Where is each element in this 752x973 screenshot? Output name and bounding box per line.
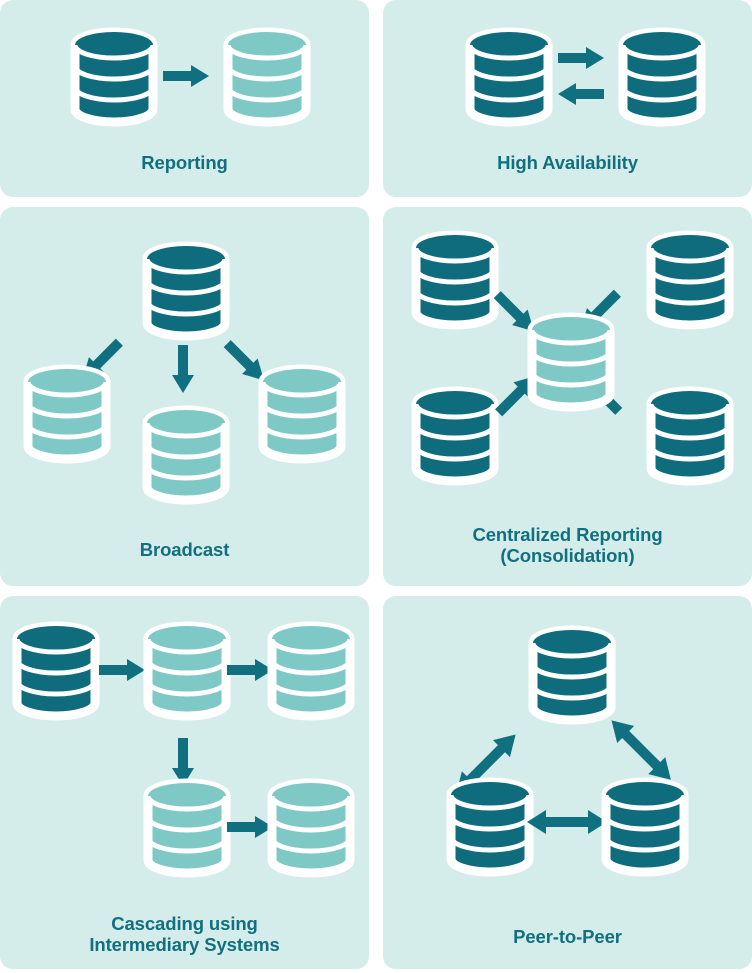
source-top-left-database	[416, 235, 494, 325]
standby-database	[623, 32, 701, 122]
arrow-standby-to-primary	[558, 83, 604, 105]
panel-cascading: Cascading using Intermediary Systems	[0, 596, 369, 969]
reporting-illustration	[0, 0, 369, 150]
arrow-bottom-center-to-bottom-right	[227, 816, 273, 838]
cascading-illustration	[0, 596, 369, 916]
arrow-primary-to-standby	[558, 47, 604, 69]
broadcast-source-database	[147, 246, 225, 336]
arrow-source-to-intermediary	[99, 659, 145, 681]
panel-broadcast: Broadcast	[0, 207, 369, 586]
consolidated-center-database	[532, 317, 610, 407]
panel-caption: Cascading using Intermediary Systems	[89, 913, 280, 955]
arrow-intermediary-to-top-right	[227, 659, 273, 681]
primary-database	[470, 32, 548, 122]
broadcast-target-right-database	[263, 369, 341, 459]
panel-caption: High Availability	[497, 152, 638, 173]
arrow-source-to-center	[172, 345, 194, 393]
panel-caption: Reporting	[141, 152, 228, 173]
peer-bottom-right-database	[606, 782, 684, 872]
cascade-target-bottom-center-database	[148, 783, 226, 873]
arrow-top-to-bottom-right	[603, 711, 680, 789]
broadcast-illustration	[0, 207, 369, 527]
high-availability-illustration	[383, 0, 752, 150]
reporting-replica-database	[228, 32, 306, 122]
source-bottom-left-database	[416, 391, 494, 481]
source-top-right-database	[651, 235, 729, 325]
peer-bottom-left-database	[451, 782, 529, 872]
peer-to-peer-illustration	[383, 596, 752, 916]
cascade-target-top-right-database	[272, 626, 350, 716]
panel-caption: Peer-to-Peer	[513, 926, 622, 947]
cascade-intermediary-database	[148, 626, 226, 716]
source-database	[75, 32, 153, 122]
panel-reporting: Reporting	[0, 0, 369, 197]
panel-high-availability: High Availability	[383, 0, 752, 197]
broadcast-target-left-database	[28, 369, 106, 459]
panel-caption: Centralized Reporting (Consolidation)	[472, 524, 663, 566]
broadcast-target-center-database	[147, 410, 225, 500]
panel-caption: Broadcast	[139, 539, 230, 560]
arrow-bottom-left-to-bottom-right	[527, 810, 607, 834]
cascade-source-database	[17, 626, 95, 716]
centralized-reporting-illustration	[383, 207, 752, 527]
panel-centralized-reporting: Centralized Reporting (Consolidation)	[383, 207, 752, 586]
panel-peer-to-peer: Peer-to-Peer	[383, 596, 752, 969]
peer-top-database	[533, 630, 611, 720]
arrow-source-to-replica	[163, 65, 209, 87]
source-bottom-right-database	[651, 391, 729, 481]
cascade-target-bottom-right-database	[272, 783, 350, 873]
